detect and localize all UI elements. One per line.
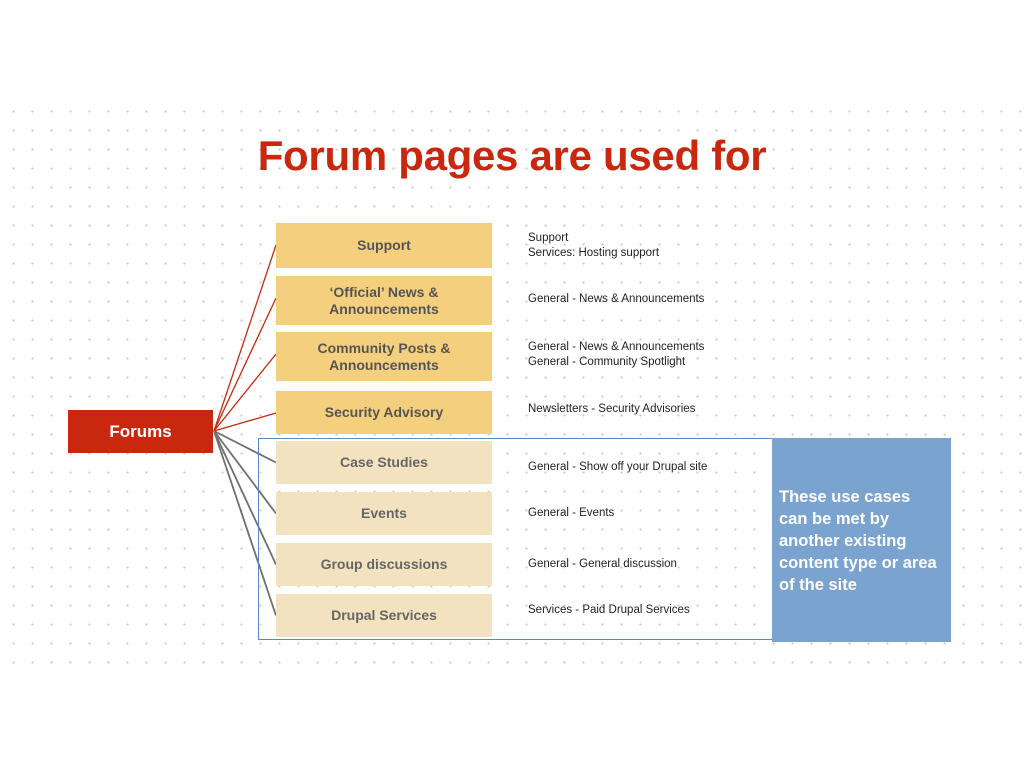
connector-line [213,412,277,432]
mapping-line: Support [528,232,569,244]
mapping-line: General - General discussion [528,558,677,570]
page-title: Forum pages are used for [257,132,767,179]
use-case-box: Community Posts & Announcements [276,332,492,381]
use-case-mapping: General - News & Announcements [528,292,704,307]
use-case-box: Events [276,492,492,535]
mapping-line: General - News & Announcements [528,341,705,353]
use-case-box: Drupal Services [276,594,492,637]
connector-line [213,430,277,565]
mapping-line: General - Community Spotlight [528,355,686,368]
mapping-line: Newsletters - Security Advisories [528,403,696,415]
connector-line [213,430,277,515]
mapping-line: Services: Hosting support [528,246,660,259]
use-case-mapping: General - Show off your Drupal site [528,460,707,475]
use-case-mapping: Newsletters - Security Advisories [528,402,695,417]
mapping-line: General - Events [528,507,615,519]
connector-line [213,430,277,464]
use-case-box: Group discussions [276,543,492,586]
connector-line [213,353,277,432]
mapping-line: General - News & Announcements [528,293,705,305]
mapping-line: Services - Paid Drupal Services [528,604,690,616]
use-case-mapping: Services - Paid Drupal Services [528,603,690,618]
connector-line [213,430,277,616]
use-case-mapping: General - General discussion [528,557,677,572]
use-case-box: Support [276,223,492,268]
forums-root-node: Forums [68,410,213,453]
use-case-box: ‘Official’ News & Announcements [276,276,492,325]
use-case-box: Security Advisory [276,391,492,434]
connector-line [213,244,277,432]
use-case-box: Case Studies [276,441,492,484]
mapping-line: General - Show off your Drupal site [528,461,708,473]
connector-line [213,297,277,432]
callout-note: These use cases can be met by another ex… [772,438,951,642]
use-case-mapping: General - Events [528,506,614,521]
